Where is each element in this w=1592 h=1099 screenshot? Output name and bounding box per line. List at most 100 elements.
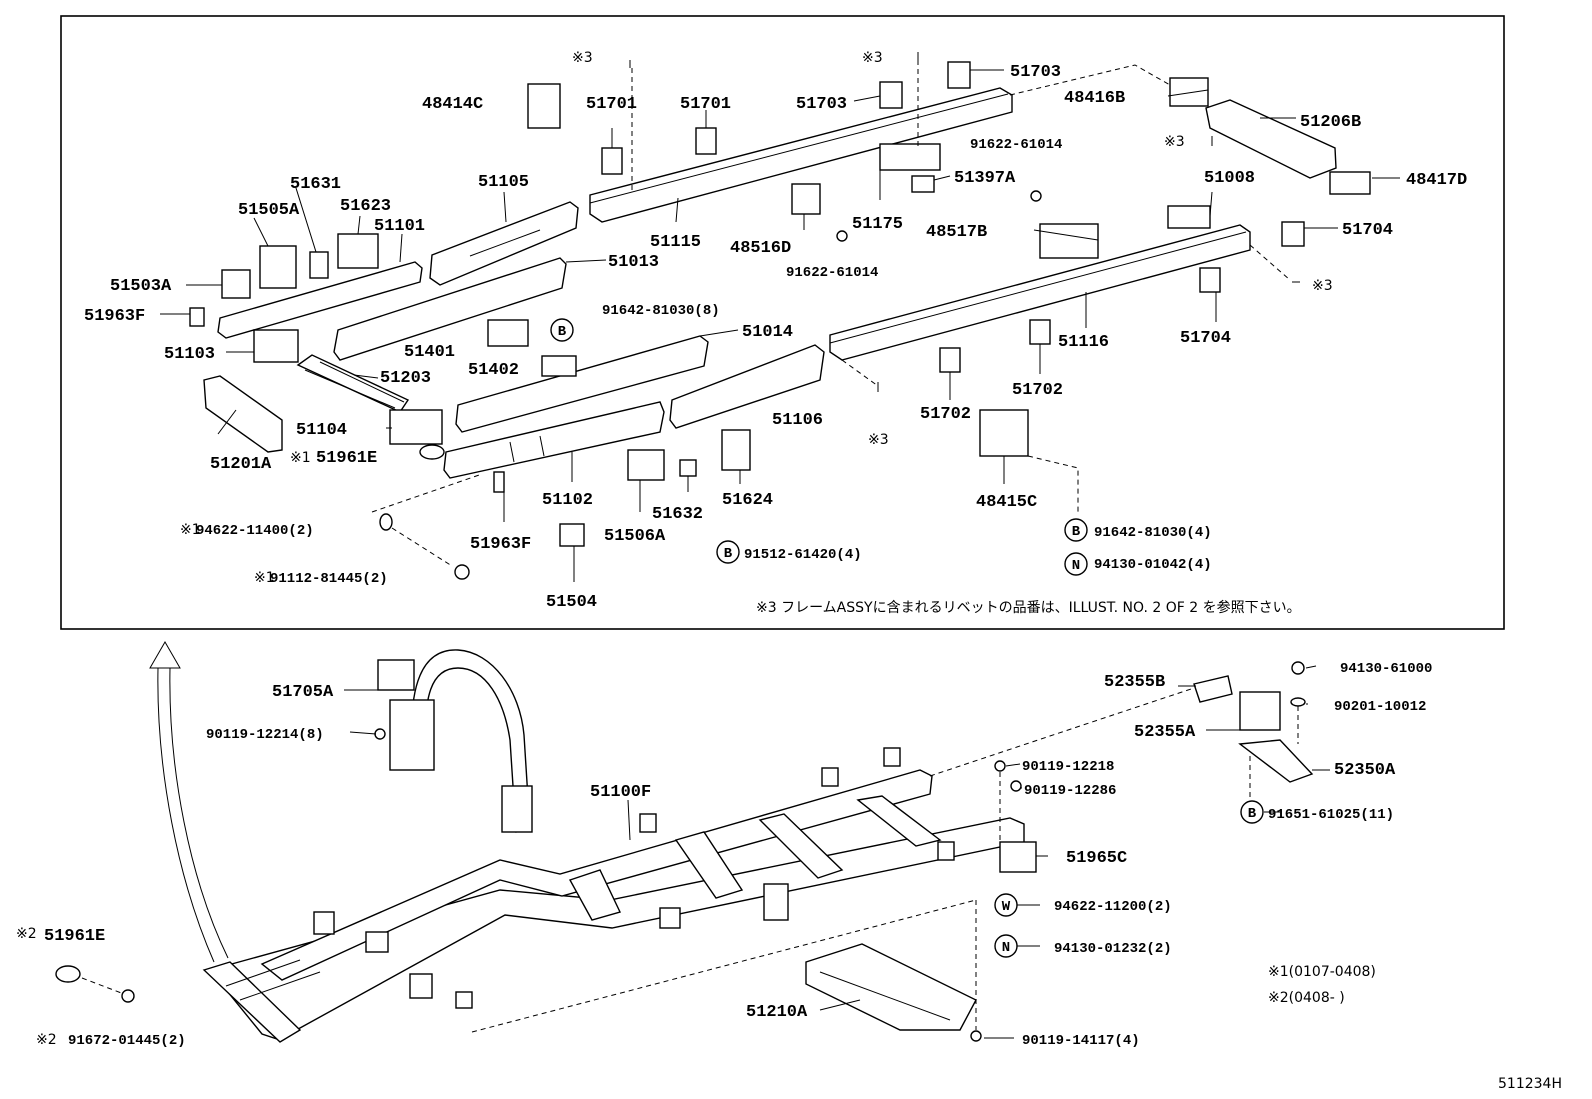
- label-51203: 51203: [380, 369, 431, 388]
- label-48414C: 48414C: [422, 95, 483, 114]
- label-51115: 51115: [650, 233, 701, 252]
- label-51504: 51504: [546, 593, 597, 612]
- part-51201A: [203, 375, 283, 453]
- part-51008: [1167, 205, 1211, 229]
- part-51624: [721, 429, 751, 471]
- label-51402: 51402: [468, 361, 519, 380]
- part-51506A: [627, 449, 665, 481]
- label-48416B: 48416B: [1064, 89, 1125, 108]
- rail-51106: [669, 344, 825, 429]
- label-51703-a: 51703: [1010, 63, 1061, 82]
- label-51632: 51632: [652, 505, 703, 524]
- label-48417D: 48417D: [1406, 171, 1467, 190]
- rail-51101: [217, 261, 423, 339]
- label-94130-b: 94130-61000: [1340, 661, 1432, 677]
- label-51624: 51624: [722, 491, 773, 510]
- label-51014: 51014: [742, 323, 793, 342]
- part-51703-a: [947, 61, 971, 89]
- label-51008: 51008: [1204, 169, 1255, 188]
- label-51210A: 51210A: [746, 1003, 808, 1022]
- label-51704-b: 51704: [1180, 329, 1231, 348]
- label-94130-c: 94130-01232(2): [1054, 941, 1172, 957]
- label-51106: 51106: [772, 411, 823, 430]
- label-51105: 51105: [478, 173, 529, 192]
- label-51701-b: 51701: [680, 95, 731, 114]
- label-91622-b: 91622-61014: [786, 265, 878, 281]
- label-51116: 51116: [1058, 333, 1109, 352]
- rail-51102: [443, 401, 665, 479]
- label-94130-a: 94130-01042(4): [1094, 557, 1212, 573]
- label-90119-a: 90119-12214(8): [206, 727, 324, 743]
- part-labels: 51703 51703 48416B 48414C 51701 51701 51…: [44, 63, 1467, 1049]
- part-51175: [879, 143, 941, 171]
- label-48415C: 48415C: [976, 493, 1037, 512]
- label-51175: 51175: [852, 215, 903, 234]
- mark-3-d: ※3: [1312, 278, 1333, 294]
- label-91642-b: 91642-81030(4): [1094, 525, 1212, 541]
- bolt-91112: [454, 564, 470, 580]
- part-51702-b: [1029, 319, 1051, 345]
- part-51701-b: [695, 127, 717, 155]
- mark-3-e: ※3: [868, 432, 889, 448]
- part-51402: [541, 355, 577, 377]
- label-51013: 51013: [608, 253, 659, 272]
- label-91651: 91651-61025(11): [1268, 807, 1394, 823]
- bolt-91622-a: [1030, 190, 1042, 202]
- mark-2-b: ※2: [36, 1032, 57, 1048]
- mark-3-b: ※3: [862, 50, 883, 66]
- label-48516D: 48516D: [730, 239, 791, 258]
- part-51623: [337, 233, 379, 269]
- label-51961E-a: 51961E: [316, 449, 377, 468]
- label-90201: 90201-10012: [1334, 699, 1426, 715]
- label-52350A: 52350A: [1334, 761, 1396, 780]
- exploded-parts: [189, 52, 1371, 580]
- label-91622-a: 91622-61014: [970, 137, 1062, 153]
- label-51397A: 51397A: [954, 169, 1016, 188]
- part-51203: [296, 354, 410, 413]
- part-51702-a: [939, 347, 961, 373]
- label-51506A: 51506A: [604, 527, 666, 546]
- label-51702-b: 51702: [920, 405, 971, 424]
- part-51704-b: [1199, 267, 1221, 293]
- label-91672: 91672-01445(2): [68, 1033, 186, 1049]
- circle-b-1: B: [558, 324, 567, 340]
- part-51631: [309, 251, 329, 279]
- part-51961E-a: [419, 444, 445, 460]
- label-91112: 91112-81445(2): [270, 571, 388, 587]
- label-48517B: 48517B: [926, 223, 987, 242]
- part-51401: [487, 319, 529, 347]
- part-51963F-b: [493, 471, 505, 493]
- circle-b-3: B: [724, 546, 733, 562]
- label-51963F-b: 51963F: [470, 535, 531, 554]
- part-48414C: [527, 83, 561, 129]
- legend-note-1: ※1(0107-0408): [1268, 964, 1376, 980]
- label-51505A: 51505A: [238, 201, 300, 220]
- assembled-frame: [55, 649, 1314, 1043]
- part-51632: [679, 459, 697, 477]
- label-90119-b: 90119-12218: [1022, 759, 1114, 775]
- label-51103: 51103: [164, 345, 215, 364]
- bolt-91622-b: [836, 230, 848, 242]
- part-51397A: [911, 175, 935, 193]
- part-51701-a: [601, 147, 623, 175]
- label-51206B: 51206B: [1300, 113, 1361, 132]
- part-51963F-a: [189, 307, 205, 327]
- label-51961E-b: 51961E: [44, 927, 105, 946]
- circle-b-4: B: [1248, 806, 1257, 822]
- exploded-view-box: [60, 15, 1505, 630]
- label-91512: 91512-61420(4): [744, 547, 862, 563]
- label-52355B: 52355B: [1104, 673, 1165, 692]
- illustration-number: 511234H: [1498, 1076, 1562, 1092]
- label-52355A: 52355A: [1134, 723, 1196, 742]
- label-51705A: 51705A: [272, 683, 334, 702]
- part-51703-b: [879, 81, 903, 109]
- label-51401: 51401: [404, 343, 455, 362]
- part-48417D: [1329, 171, 1371, 195]
- circle-n-1: N: [1072, 558, 1080, 574]
- part-51504: [559, 523, 585, 547]
- part-48516D: [791, 183, 821, 215]
- mark-3-a: ※3: [572, 50, 593, 66]
- reference-arrow: [149, 640, 229, 963]
- mark-1-b: ※1: [180, 522, 201, 538]
